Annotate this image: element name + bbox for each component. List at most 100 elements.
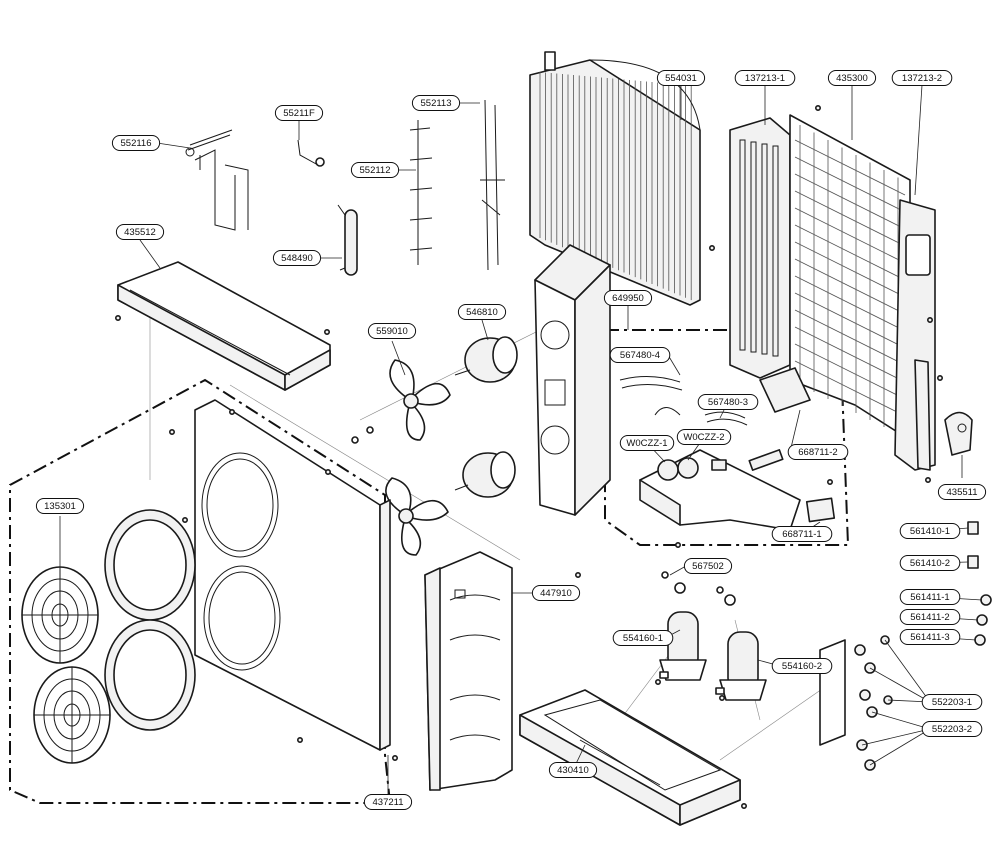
part-number-text: W0CZZ-2: [683, 432, 724, 443]
cable-clamp: [654, 407, 681, 416]
part-number-text: 554160-1: [623, 633, 663, 644]
part-number-text: 561410-2: [910, 558, 950, 569]
part-label-447910: 447910: [531, 585, 581, 601]
valve-55211F: [297, 139, 325, 167]
part-label-561411-2: 561411-2: [899, 609, 961, 625]
part-label-552203-1: 552203-1: [921, 694, 983, 710]
part-number-text: 552203-2: [932, 724, 972, 735]
condenser-coil: [529, 51, 701, 306]
part-number-text: 137213-2: [902, 73, 942, 84]
pipe-assembly-552112: [409, 120, 433, 265]
part-number-text: 554160-2: [782, 661, 822, 672]
part-number-text: 567502: [692, 561, 724, 572]
fan-blade-lower: [385, 477, 449, 556]
part-label-649950: 649950: [603, 290, 653, 306]
part-label-567502: 567502: [683, 558, 733, 574]
part-number-text: 447910: [540, 588, 572, 599]
part-number-text: W0CZZ-1: [626, 438, 667, 449]
part-number-text: 668711-2: [798, 447, 837, 458]
part-label-437211: 437211: [363, 794, 413, 810]
filter-668711-2: [759, 367, 811, 413]
service-panel: [424, 551, 513, 791]
part-number-text: 55211F: [283, 108, 315, 119]
part-label-430410: 430410: [548, 762, 598, 778]
part-label-546810: 546810: [457, 304, 507, 320]
part-label-554160-1: 554160-1: [612, 630, 674, 646]
part-number-text: 561411-3: [910, 632, 949, 643]
part-label-561411-1: 561411-1: [899, 589, 961, 605]
part-label-137213-2: 137213-2: [891, 70, 953, 86]
motor-mount: [534, 244, 611, 516]
compressor-mounts-567502: [661, 571, 736, 606]
part-number-text: 552116: [121, 138, 152, 149]
part-label-552203-2: 552203-2: [921, 721, 983, 737]
part-label-552116: 552116: [111, 135, 161, 151]
compressor-1: [659, 611, 707, 681]
part-label-137213-1: 137213-1: [734, 70, 796, 86]
control-board: [639, 449, 801, 531]
part-labels: 552116 55211F 552113 552112 548490 554031 1372…: [35, 70, 987, 810]
side-panel-left: [729, 117, 791, 379]
part-label-554031: 554031: [656, 70, 706, 86]
part-label-135301: 135301: [35, 498, 85, 514]
fan-guard-lower: [33, 666, 111, 764]
part-number-text: 561411-2: [910, 612, 949, 623]
part-number-text: 430410: [557, 765, 589, 776]
fan-nuts: [351, 426, 374, 444]
part-number-text: 135301: [44, 501, 76, 512]
base-pan: [519, 689, 741, 826]
pipe-assembly-552113: [480, 99, 505, 271]
part-number-text: 567480-4: [620, 350, 660, 361]
part-label-561410-2: 561410-2: [899, 555, 961, 571]
part-number-text: 567480-3: [708, 397, 748, 408]
screws: [115, 105, 943, 809]
pcb-668711-1: [805, 497, 836, 523]
fan-guard-upper: [21, 566, 99, 664]
part-label-559010: 559010: [367, 323, 417, 339]
sensors: [967, 521, 992, 646]
part-label-435512: 435512: [115, 224, 165, 240]
front-panel-group-outline: [9, 378, 392, 804]
part-number-text: 137213-1: [745, 73, 785, 84]
part-label-567480-3: 567480-3: [697, 394, 759, 410]
part-number-text: 435511: [947, 487, 978, 498]
part-label-567480-4: 567480-4: [609, 347, 671, 363]
wire-harness: [619, 376, 748, 426]
part-number-text: 437211: [373, 797, 404, 808]
part-number-text: 435300: [836, 73, 868, 84]
rear-grille: [789, 114, 911, 441]
part-label-552112: 552112: [350, 162, 400, 178]
part-number-text: 552203-1: [932, 697, 972, 708]
part-number-text: 559010: [376, 326, 408, 337]
part-label-w0czz-2: W0CZZ-2: [676, 429, 732, 445]
bell-mouth-upper: [104, 509, 196, 621]
part-label-552113: 552113: [411, 95, 461, 111]
part-label-668711-1: 668711-1: [771, 526, 833, 542]
valve-plate: [819, 639, 846, 746]
part-label-554160-2: 554160-2: [771, 658, 833, 674]
part-label-561411-3: 561411-3: [899, 629, 961, 645]
part-number-text: 561411-1: [910, 592, 949, 603]
part-number-text: 554031: [665, 73, 697, 84]
part-label-561410-1: 561410-1: [899, 523, 961, 539]
strainer-548490: [337, 204, 358, 276]
fan-blade-upper: [389, 359, 451, 441]
part-label-435300: 435300: [827, 70, 877, 86]
part-number-text: 548490: [281, 253, 313, 264]
part-number-text: 552113: [421, 98, 452, 109]
top-cover: [117, 261, 331, 391]
part-label-w0czz-1: W0CZZ-1: [619, 435, 675, 451]
corner-trim: [914, 359, 931, 471]
pipe-assembly-552116: [185, 129, 249, 231]
part-number-text: 668711-1: [782, 529, 821, 540]
service-valves-552203: [854, 635, 893, 771]
part-number-text: 649950: [612, 293, 644, 304]
part-number-text: 552112: [360, 165, 391, 176]
fan-motor-upper: [454, 336, 518, 383]
part-label-548490: 548490: [272, 250, 322, 266]
part-number-text: 561410-1: [910, 526, 950, 537]
part-label-55211f: 55211F: [274, 105, 324, 121]
fan-motor-lower: [454, 451, 516, 498]
part-number-text: 546810: [466, 307, 498, 318]
